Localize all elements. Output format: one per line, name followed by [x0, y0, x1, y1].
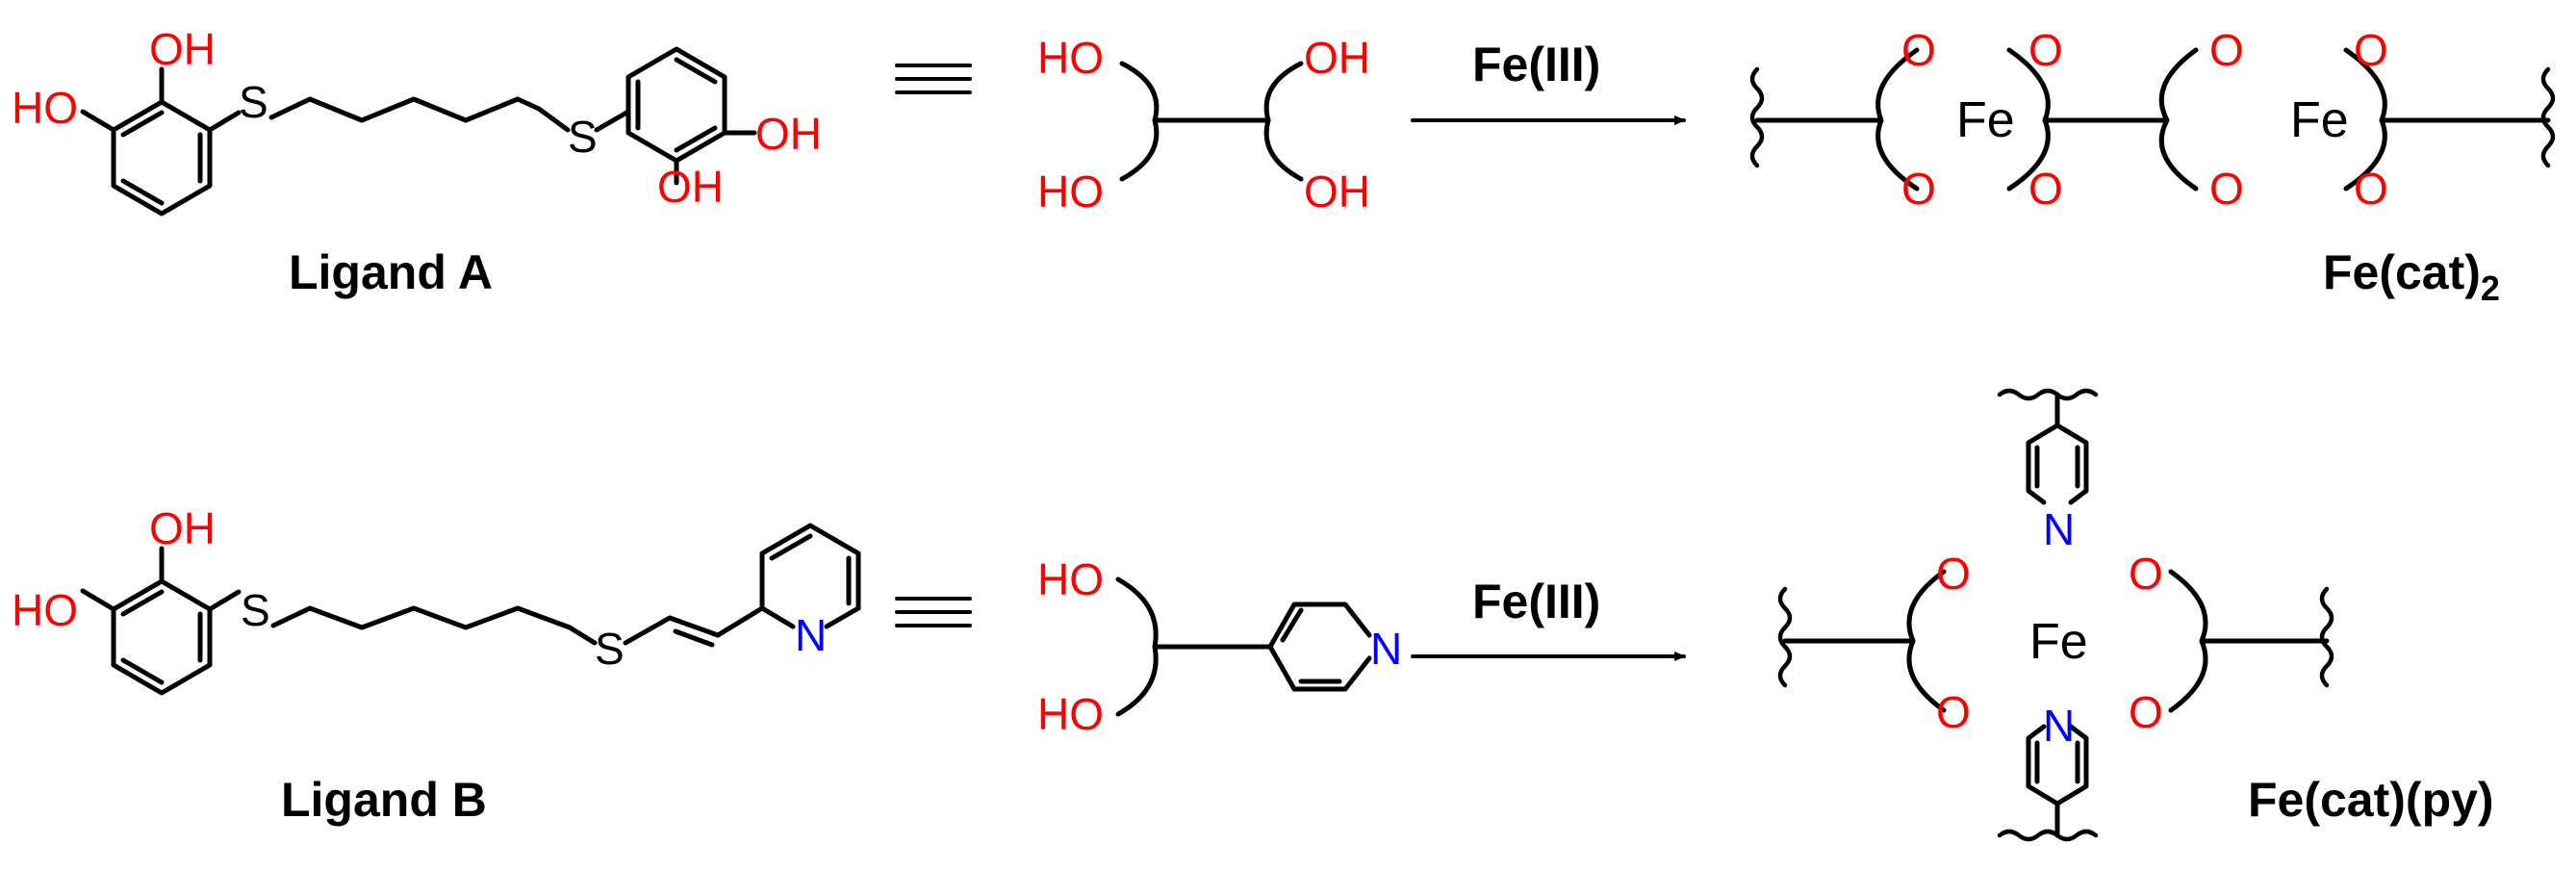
product-b-label: Fe(cat)(py): [2248, 773, 2494, 827]
hydroxyl-label: OH: [657, 162, 724, 212]
oxygen-label: O: [1936, 687, 1971, 737]
oxygen-label: O: [2354, 25, 2388, 75]
ligand-b-structure: OH HO S S N: [12, 503, 861, 696]
hydroxyl-label: HO: [12, 585, 78, 635]
oxygen-label: O: [1901, 164, 1936, 214]
catechol-pyridine-schematic: [1115, 576, 1372, 717]
sulfur-label: S: [239, 77, 268, 127]
reagent-label: Fe(III): [1472, 575, 1600, 628]
bis-catechol-schematic: [1119, 61, 1304, 182]
product-a-label: Fe(cat)2: [2323, 245, 2500, 308]
hydroxyl-label: OH: [149, 24, 216, 74]
sulfur-label: S: [595, 624, 625, 674]
oxygen-label: O: [2129, 687, 2163, 737]
nitrogen-label: N: [795, 610, 827, 660]
alkyl-chain: [268, 96, 542, 123]
nitrogen-label: N: [2043, 701, 2075, 751]
ligand-b-label: Ligand B: [281, 773, 487, 827]
oxygen-label: O: [2209, 25, 2244, 75]
hydroxyl-label: HO: [1037, 33, 1104, 83]
iron-center-label: Fe: [1956, 92, 2015, 148]
ligand-a-structure: OH HO S S OH OH: [12, 24, 822, 217]
fe-cat-py-node: [1777, 388, 2334, 842]
oxygen-label: O: [2354, 164, 2388, 214]
hydroxyl-label: HO: [12, 83, 78, 133]
hydroxyl-label: OH: [1304, 166, 1370, 217]
ligand-a-label: Ligand A: [289, 245, 493, 299]
oxygen-label: O: [2028, 164, 2063, 214]
oxygen-label: O: [2129, 549, 2163, 599]
pyridine-ring: [759, 523, 861, 629]
oxygen-label: O: [2209, 164, 2244, 214]
iron-center-label: Fe: [2029, 614, 2088, 670]
hydroxyl-label: HO: [1037, 166, 1104, 217]
catechol-ring-right: [625, 46, 757, 186]
oxygen-label: O: [1936, 549, 1971, 599]
hydroxyl-label: HO: [1037, 554, 1104, 604]
iron-center-label: Fe: [2290, 92, 2349, 148]
hydroxyl-label: OH: [149, 503, 216, 553]
nitrogen-label: N: [1370, 624, 1402, 674]
equivalence-symbol: [895, 64, 972, 94]
catechol-ring-left: [80, 66, 242, 217]
reagent-label: Fe(III): [1472, 38, 1600, 91]
catechol-ring: [80, 546, 242, 696]
fe-cat2-polymer: [1749, 47, 2556, 192]
hydroxyl-label: OH: [755, 109, 822, 159]
equivalence-symbol: [895, 597, 972, 627]
nitrogen-label: N: [2043, 504, 2075, 554]
alkyl-chain: [270, 605, 573, 630]
sulfur-label: S: [568, 112, 598, 162]
oxygen-label: O: [2028, 25, 2063, 75]
sulfur-label: S: [241, 585, 270, 635]
oxygen-label: O: [1901, 25, 1936, 75]
hydroxyl-label: HO: [1037, 689, 1104, 739]
hydroxyl-label: OH: [1304, 33, 1370, 83]
